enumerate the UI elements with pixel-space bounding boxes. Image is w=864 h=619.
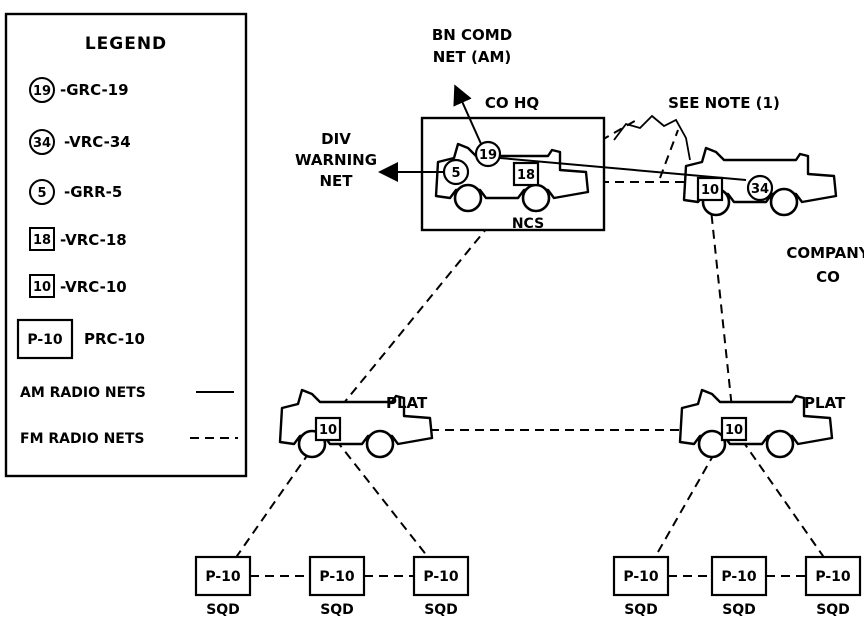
svg-text:P-10: P-10 bbox=[815, 569, 851, 585]
svg-text:34: 34 bbox=[33, 136, 51, 151]
svg-text:19: 19 bbox=[479, 148, 497, 163]
fm-plat-left-to-sqd3 bbox=[336, 440, 435, 566]
div-warning-label-3: NET bbox=[319, 172, 353, 190]
sqd-label-3: SQD bbox=[424, 602, 458, 618]
legend-label-vrc18: -VRC-18 bbox=[60, 231, 127, 249]
sqd-label-1: SQD bbox=[206, 602, 240, 618]
fm-co-to-plat-right bbox=[710, 200, 733, 418]
svg-text:10: 10 bbox=[33, 280, 51, 295]
see-note-label: SEE NOTE (1) bbox=[668, 94, 780, 112]
plat-left-label: PLAT bbox=[386, 394, 428, 412]
legend-label-vrc10: -VRC-10 bbox=[60, 278, 127, 296]
co-hq-label: CO HQ bbox=[485, 94, 539, 112]
svg-text:10: 10 bbox=[319, 423, 337, 438]
sqd-label-6: SQD bbox=[816, 602, 850, 618]
svg-text:5: 5 bbox=[451, 166, 460, 181]
legend-fm-label: FM RADIO NETS bbox=[20, 431, 145, 447]
svg-text:34: 34 bbox=[751, 182, 769, 197]
sqd-label-2: SQD bbox=[320, 602, 354, 618]
plat-right: PLAT 10 bbox=[680, 390, 846, 457]
svg-text:18: 18 bbox=[33, 233, 51, 248]
svg-text:10: 10 bbox=[701, 183, 719, 198]
legend-label-grc19: -GRC-19 bbox=[60, 81, 129, 99]
svg-text:19: 19 bbox=[33, 84, 51, 99]
company-label-1: COMPANY bbox=[786, 244, 864, 262]
fm-note-link bbox=[660, 130, 678, 178]
bn-comd-label-1: BN COMD bbox=[432, 26, 512, 44]
svg-text:5: 5 bbox=[37, 186, 46, 201]
legend-label-grr5: -GRR-5 bbox=[64, 183, 122, 201]
sqd-label-5: SQD bbox=[722, 602, 756, 618]
legend-label-vrc34: -VRC-34 bbox=[64, 133, 131, 151]
see-note-outline bbox=[614, 116, 690, 160]
svg-text:P-10: P-10 bbox=[623, 569, 659, 585]
legend: LEGEND 19 -GRC-19 34 -VRC-34 5 -GRR-5 18… bbox=[6, 14, 246, 476]
svg-text:18: 18 bbox=[517, 168, 535, 183]
svg-text:P-10: P-10 bbox=[423, 569, 459, 585]
plat-right-label: PLAT bbox=[804, 394, 846, 412]
ncs-label: NCS bbox=[512, 216, 544, 232]
div-warning-label-2: WARNING bbox=[295, 151, 377, 169]
fm-plat-right-to-sqd4 bbox=[650, 440, 722, 566]
legend-am-label: AM RADIO NETS bbox=[20, 385, 146, 401]
company-label-2: CO bbox=[816, 268, 840, 286]
fm-plat-right-to-sqd6 bbox=[742, 440, 830, 566]
bn-comd-label-2: NET (AM) bbox=[433, 48, 512, 66]
squads: P-10 SQD P-10 SQD P-10 SQD P-10 SQD P-10… bbox=[196, 557, 860, 618]
svg-text:P-10: P-10 bbox=[721, 569, 757, 585]
svg-text:10: 10 bbox=[725, 423, 743, 438]
svg-text:P-10: P-10 bbox=[205, 569, 241, 585]
div-warning-label-1: DIV bbox=[321, 130, 351, 148]
plat-left: PLAT 10 bbox=[280, 390, 432, 457]
legend-title: LEGEND bbox=[85, 34, 167, 54]
svg-text:P-10: P-10 bbox=[319, 569, 355, 585]
legend-label-prc10: PRC-10 bbox=[84, 330, 145, 348]
svg-text:P-10: P-10 bbox=[27, 332, 63, 348]
sqd-label-4: SQD bbox=[624, 602, 658, 618]
